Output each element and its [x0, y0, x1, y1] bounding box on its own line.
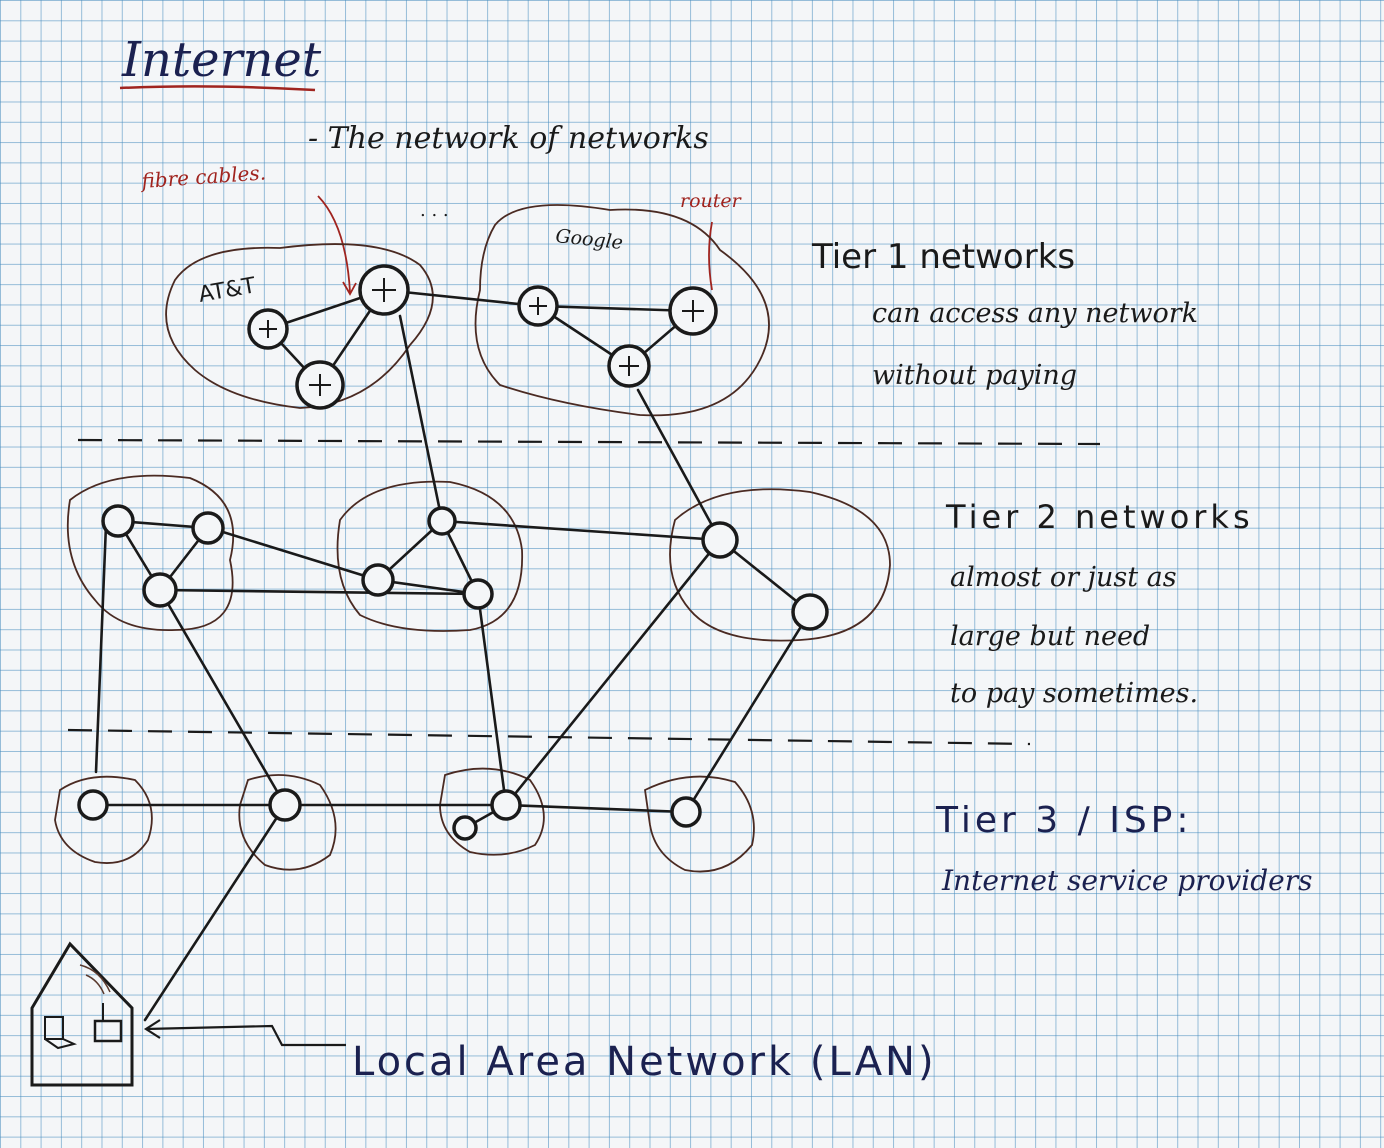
- router-icon: [295, 360, 345, 410]
- tier3-heading: Tier 3 / ISP:: [935, 800, 1193, 841]
- page-title: Internet: [121, 32, 322, 88]
- tier2-line-3: to pay sometimes.: [950, 678, 1198, 709]
- tier2-node: [191, 511, 225, 545]
- tier2-network-cloud-1: [66, 474, 235, 631]
- tier2-line-1: almost or just as: [950, 562, 1177, 593]
- router-icon: [358, 264, 410, 316]
- tier2-node: [791, 593, 829, 631]
- isp-cloud-4: [644, 775, 755, 873]
- tier2-network-cloud-3: [669, 488, 891, 642]
- router-icon: [247, 308, 289, 350]
- att-network-cloud: [165, 243, 434, 409]
- tier3-line-1: Internet service providers: [941, 864, 1313, 897]
- tier2-node: [142, 572, 178, 608]
- tier2-line-2: large but need: [950, 621, 1150, 652]
- isp-node: [77, 789, 109, 821]
- tier2-network-cloud-2: [336, 480, 523, 632]
- tier2-node: [701, 521, 739, 559]
- ellipsis-text: . . .: [420, 200, 449, 221]
- page-subtitle: - The network of networks: [308, 121, 709, 156]
- tier2-node: [427, 506, 457, 536]
- att-label: AT&T: [197, 273, 258, 308]
- tier1-tier2-divider: [77, 438, 1101, 446]
- isp-cloud-1: [54, 775, 153, 864]
- google-label: Google: [554, 225, 623, 254]
- house-icon: [30, 941, 134, 1087]
- isp-node: [490, 789, 522, 821]
- router-icon: [607, 344, 651, 388]
- router-icon: [517, 285, 559, 327]
- title-underline: [119, 85, 316, 92]
- fibre-cables-arrowhead: [342, 281, 357, 296]
- tier2-node: [462, 578, 494, 610]
- lan-arrowhead: [143, 1019, 161, 1039]
- tier2-node: [101, 504, 135, 538]
- lan-arrow: [145, 1024, 346, 1047]
- router-icon: [668, 286, 718, 336]
- tier1-line-1: can access any network: [872, 298, 1198, 329]
- tier1-heading: Tier 1 networks: [811, 237, 1075, 277]
- fibre-cables-arrow: [317, 195, 351, 293]
- google-network-cloud: [474, 204, 770, 417]
- router-label: router: [680, 190, 743, 212]
- lan-label: Local Area Network (LAN): [352, 1039, 937, 1085]
- isp-node: [670, 796, 702, 828]
- tier1-line-2: without paying: [872, 360, 1077, 391]
- isp-node: [452, 815, 478, 841]
- tier2-node: [361, 563, 395, 597]
- tier2-heading: Tier 2 networks: [945, 498, 1254, 536]
- isp-node: [268, 788, 302, 822]
- fibre-cables-label: fibre cables.: [139, 160, 267, 193]
- network-links: [91, 288, 812, 1022]
- isp-cloud-2: [238, 774, 337, 871]
- tier2-tier3-divider: [67, 728, 1031, 746]
- router-arrow: [708, 221, 713, 291]
